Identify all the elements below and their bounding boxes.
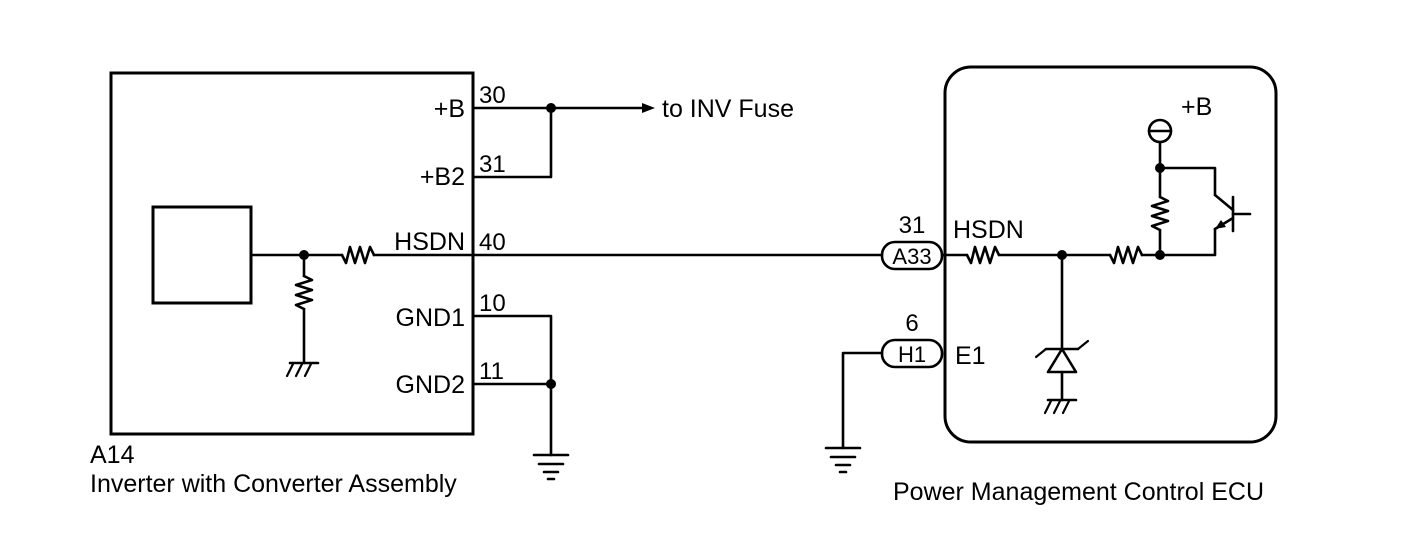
body-ground-icon: [532, 453, 570, 481]
inverter-name: Inverter with Converter Assembly: [90, 470, 457, 498]
arrow-right-icon: [642, 103, 655, 113]
e1-ground-wire: [841, 351, 884, 450]
inverter-hsdn-line: [249, 245, 475, 265]
inverter-code: A14: [90, 441, 135, 469]
ground-junction-dot: [546, 379, 556, 389]
fuse-label: to INV Fuse: [662, 95, 794, 123]
ecu-junction-dot: [1155, 163, 1165, 173]
ecu-name: Power Management Control ECU: [893, 478, 1264, 506]
ecu-supply-branch: [1147, 118, 1217, 257]
connector-h1-label: H1: [898, 342, 926, 367]
fuse-junction-dot: [546, 103, 556, 113]
pin-label-gnd2: GND2: [396, 371, 465, 399]
transistor-icon: [1213, 193, 1252, 233]
chassis-ground-icon: [1043, 398, 1078, 415]
connector-a33-label: A33: [892, 244, 931, 269]
ground-wiring: [471, 314, 553, 457]
pin-label-gnd1: GND1: [396, 304, 465, 332]
pin-label-b2: +B2: [420, 163, 465, 191]
pin-number-10: 10: [479, 290, 506, 317]
power-supply-wiring: [471, 106, 644, 179]
pin-label-b: +B: [434, 95, 465, 123]
inverter-box: [109, 71, 475, 436]
pin-number-30: 30: [479, 82, 506, 109]
ecu-hsdn-path: [940, 227, 1217, 265]
zener-diode-icon: [1034, 253, 1090, 402]
inverter-internal-block: [151, 205, 253, 305]
ecu-supply-label: +B: [1181, 93, 1212, 121]
pin-label-hsdn: HSDN: [394, 228, 465, 256]
pin-number-31: 31: [479, 151, 506, 178]
inverter-pulldown-resistor: [294, 253, 314, 365]
ecu-pin-number-6: 6: [905, 310, 918, 337]
pin-number-40: 40: [479, 229, 506, 256]
ecu-pin-number-31: 31: [899, 212, 926, 239]
ecu-pin-label-e1: E1: [955, 342, 986, 370]
chassis-ground-icon: [285, 361, 320, 378]
ecu-pin-label-hsdn: HSDN: [953, 216, 1024, 244]
pin-number-11: 11: [479, 358, 504, 385]
body-ground-icon: [824, 446, 862, 474]
